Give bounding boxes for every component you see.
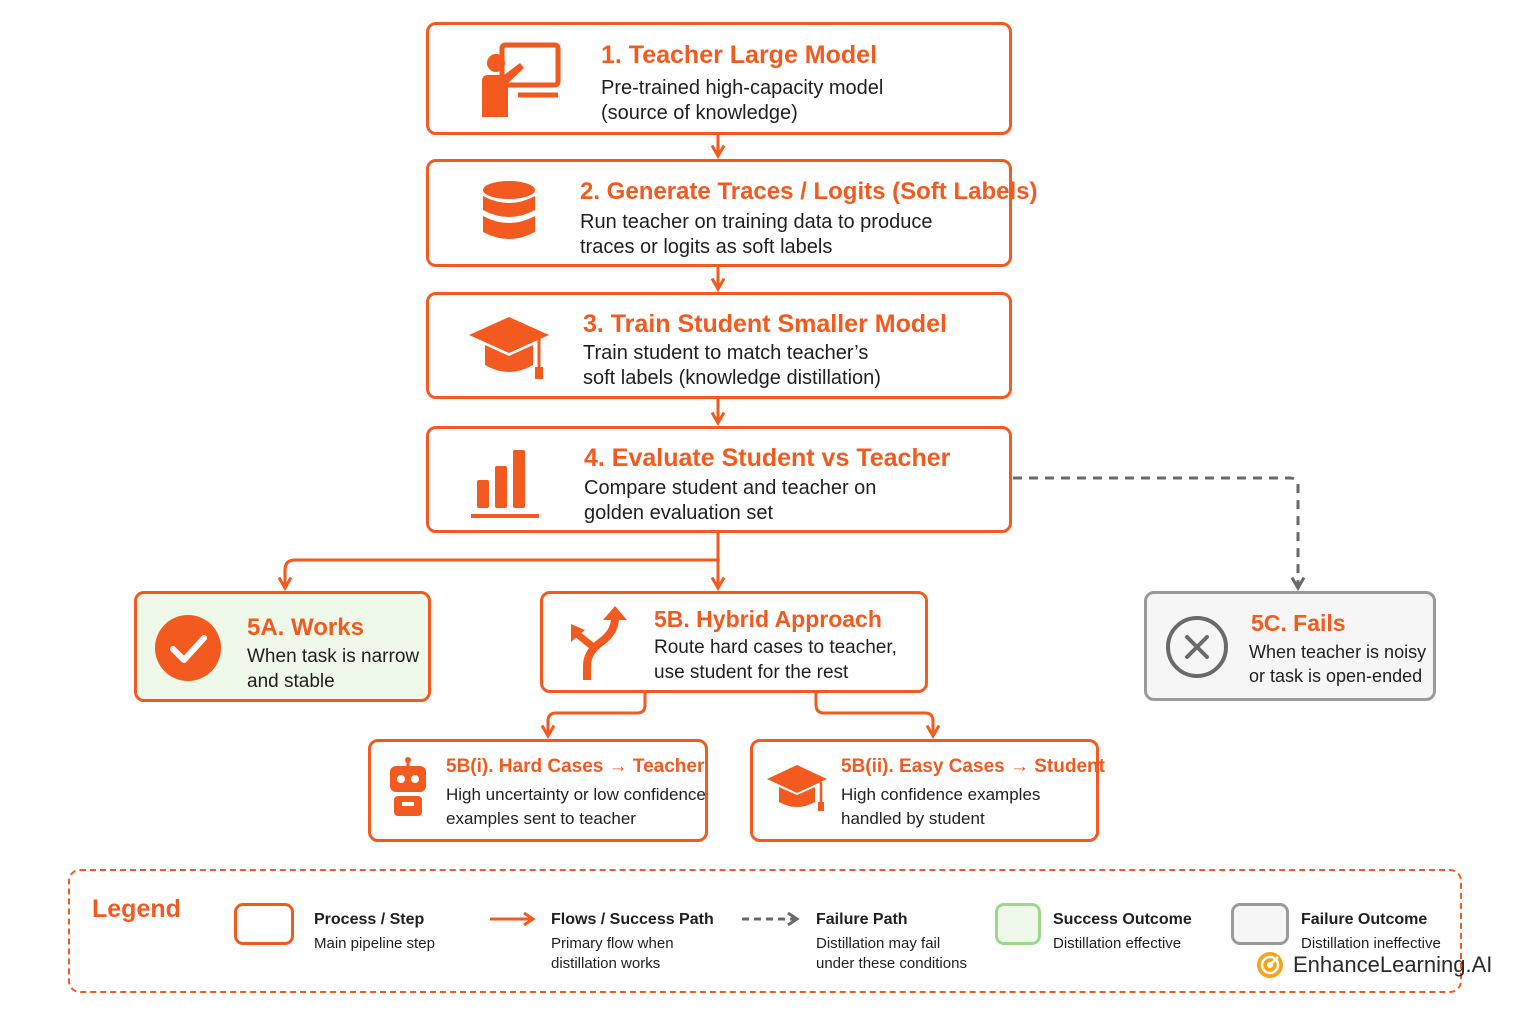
brand-name: EnhanceLearning.AI: [1293, 952, 1493, 977]
legend-failure-title: Failure Path: [816, 911, 908, 928]
step-evaluate-title: 4. Evaluate Student vs Teacher: [584, 444, 951, 472]
legend-title: Legend: [92, 895, 181, 923]
split-route-arrow-icon: [571, 606, 627, 680]
hard-cases-desc-2: examples sent to teacher: [446, 809, 636, 828]
robot-icon: [390, 757, 426, 816]
x-circle-icon: [1166, 616, 1228, 678]
legend-failure-desc-1: Distillation may fail: [816, 935, 941, 952]
legend-flow-desc-2: distillation works: [551, 955, 661, 972]
legend-process-desc: Main pipeline step: [314, 935, 435, 952]
legend-failure-outcome-desc: Distillation ineffective: [1301, 935, 1441, 952]
step-evaluate-desc-2: golden evaluation set: [584, 502, 774, 524]
easy-cases-desc-2: handled by student: [841, 809, 985, 828]
graduation-cap-icon: [767, 765, 827, 811]
outcome-hybrid-desc-1: Route hard cases to teacher,: [654, 637, 897, 658]
legend-process-title: Process / Step: [314, 911, 425, 928]
graduation-cap-icon: [469, 317, 549, 379]
step-evaluate-desc-1: Compare student and teacher on: [584, 477, 877, 499]
check-circle-icon: [155, 615, 221, 681]
teacher-presenting-icon: [482, 42, 561, 117]
failure-path-arrow: [1013, 476, 1306, 592]
legend-process-swatch: [234, 903, 294, 945]
bar-chart-icon: [471, 450, 539, 518]
legend-failure-outcome-swatch: [1231, 903, 1289, 945]
outcome-works-desc-2: and stable: [247, 671, 335, 692]
legend-flow-title: Flows / Success Path: [551, 911, 714, 928]
database-icon: [483, 181, 535, 239]
easy-cases-title: 5B(ii). Easy Cases → Student: [841, 756, 1105, 777]
step-train-desc-2: soft labels (knowledge distillation): [583, 367, 881, 389]
legend-failure-arrow-icon: [742, 911, 800, 927]
legend-failure-desc-2: under these conditions: [816, 955, 967, 972]
outcome-fails-box: 5C. Fails When teacher is noisy or task …: [1144, 591, 1436, 701]
arrow-5b-to-easy: [814, 693, 941, 740]
brand-watermark: EnhanceLearning.AI: [1256, 950, 1492, 980]
hard-cases-box: 5B(i). Hard Cases → Teacher High uncerta…: [368, 739, 708, 842]
outcome-fails-desc-2: or task is open-ended: [1249, 666, 1423, 686]
hard-cases-desc-1: High uncertainty or low confidence: [446, 785, 706, 804]
outcome-hybrid-box: 5B. Hybrid Approach Route hard cases to …: [540, 591, 928, 693]
step-train-box: 3. Train Student Smaller Model Train stu…: [426, 292, 1012, 399]
step-train-desc-1: Train student to match teacher’s: [583, 342, 869, 364]
legend-flow-arrow-icon: [490, 911, 536, 927]
step-teacher-title: 1. Teacher Large Model: [601, 41, 878, 69]
outcome-works-box: 5A. Works When task is narrow and stable: [134, 591, 431, 702]
legend-flow-desc-1: Primary flow when: [551, 935, 674, 952]
step-teacher-box: 1. Teacher Large Model Pre-trained high-…: [426, 22, 1012, 135]
step-evaluate-box: 4. Evaluate Student vs Teacher Compare s…: [426, 426, 1012, 533]
outcome-hybrid-desc-2: use student for the rest: [654, 662, 849, 683]
step-generate-desc-1: Run teacher on training data to produce: [580, 211, 933, 233]
easy-cases-desc-1: High confidence examples: [841, 785, 1041, 804]
arrow-4-to-5a: [277, 558, 718, 592]
outcome-hybrid-title: 5B. Hybrid Approach: [654, 606, 882, 632]
brand-logo-icon: [1257, 952, 1283, 978]
easy-cases-box: 5B(ii). Easy Cases → Student High confid…: [750, 739, 1105, 842]
step-train-title: 3. Train Student Smaller Model: [583, 310, 947, 338]
step-generate-box: 2. Generate Traces / Logits (Soft Labels…: [426, 159, 1037, 267]
legend-failure-outcome-title: Failure Outcome: [1301, 911, 1428, 928]
legend-success-title: Success Outcome: [1053, 911, 1192, 928]
hard-cases-title: 5B(i). Hard Cases → Teacher: [446, 756, 705, 777]
legend: Legend Process / Step Main pipeline step…: [68, 869, 1462, 993]
step-teacher-desc-1: Pre-trained high-capacity model: [601, 77, 884, 99]
arrow-5b-to-hard: [540, 693, 647, 740]
outcome-fails-title: 5C. Fails: [1251, 610, 1346, 636]
outcome-works-desc-1: When task is narrow: [247, 646, 420, 667]
outcome-fails-desc-1: When teacher is noisy: [1249, 642, 1427, 662]
legend-success-swatch: [995, 903, 1041, 945]
legend-success-desc: Distillation effective: [1053, 935, 1182, 952]
step-generate-title: 2. Generate Traces / Logits (Soft Labels…: [580, 178, 1038, 205]
step-generate-desc-2: traces or logits as soft labels: [580, 236, 833, 258]
outcome-works-title: 5A. Works: [247, 614, 364, 641]
step-teacher-desc-2: (source of knowledge): [601, 102, 798, 124]
